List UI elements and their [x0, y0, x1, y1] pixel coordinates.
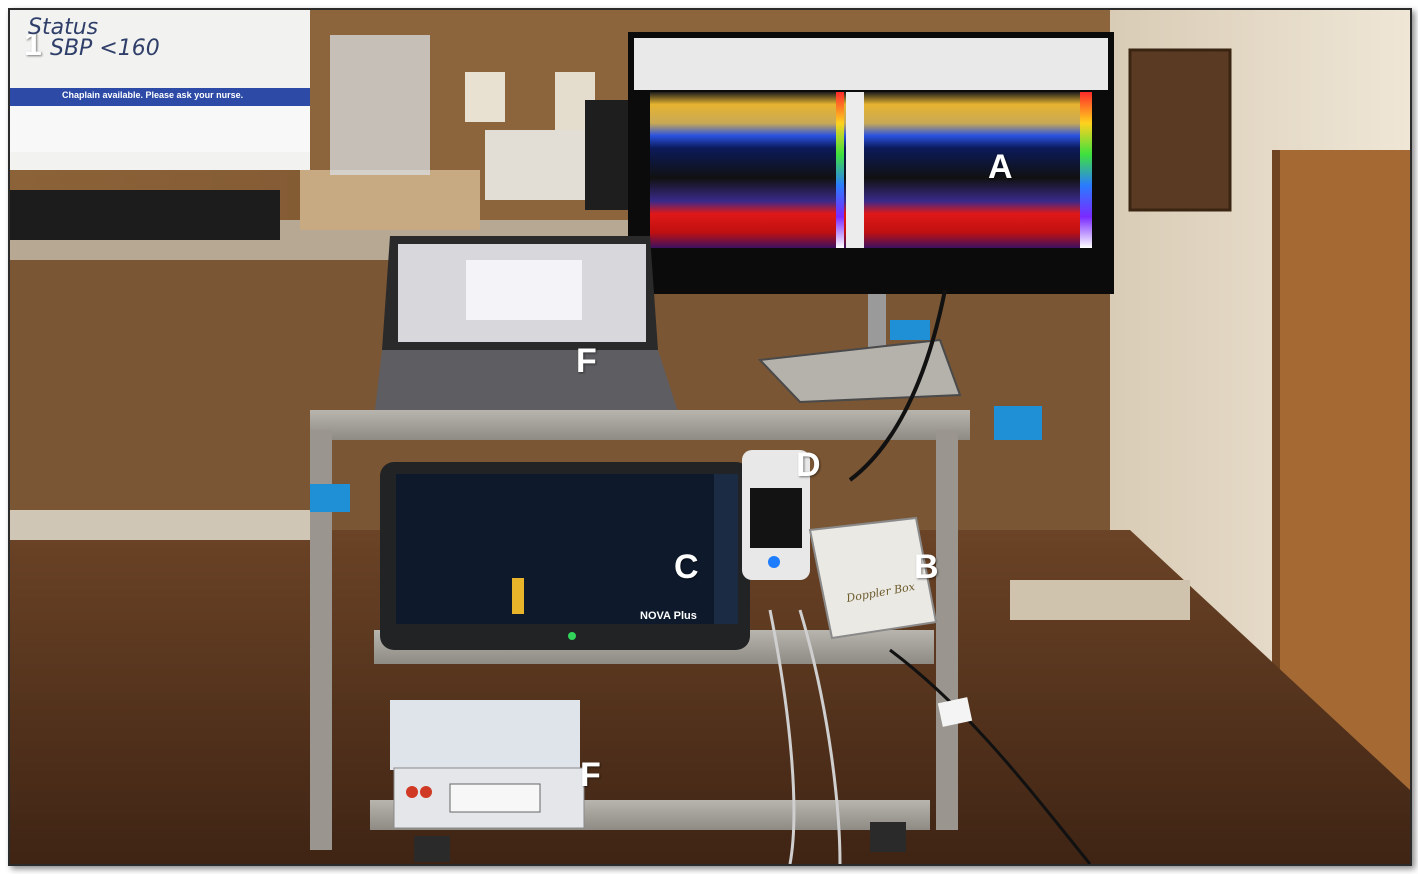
- panel-number: 1: [24, 26, 42, 62]
- label-f-device: F: [580, 756, 601, 794]
- whiteboard-banner: Chaplain available. Please ask your nurs…: [62, 90, 244, 100]
- label-c: C: [674, 548, 699, 586]
- label-a: A: [988, 148, 1013, 186]
- label-f-laptop: F: [576, 342, 597, 380]
- monitor-brand-text: NOVA Plus: [640, 610, 697, 622]
- equipment-cart-photo: [10, 10, 1410, 864]
- whiteboard-note-line1: Status: [28, 15, 99, 40]
- label-b: B: [914, 548, 939, 586]
- label-d: D: [796, 446, 821, 484]
- photo-frame: 1 Status SBP <160 Chaplain available. Pl…: [8, 8, 1412, 866]
- whiteboard-note-line2: SBP <160: [50, 36, 160, 61]
